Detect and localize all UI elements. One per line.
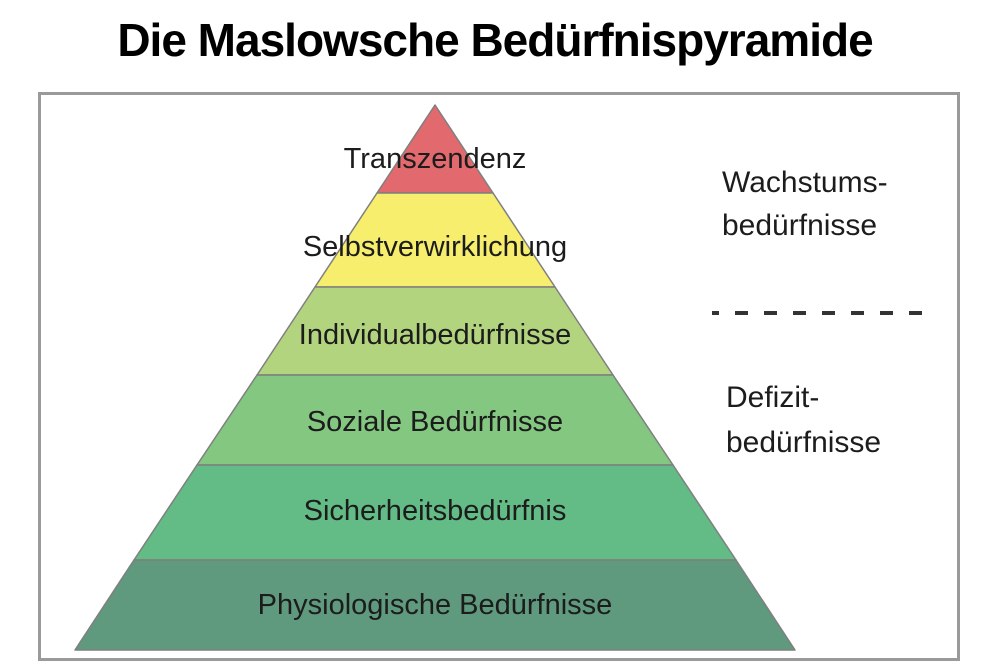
pyramid-level-3-label: Individualbedürfnisse [299,319,571,351]
pyramid-level-1-label: Transzendenz [344,143,527,175]
deficit-needs-label-line1: Defizit- [726,381,819,414]
pyramid-level-2-label: Selbstverwirklichung [303,231,567,263]
deficit-needs-label-line2: bedürfnisse [726,426,881,459]
page-title: Die Maslowsche Bedürfnispyramide [117,14,873,66]
pyramid-level-5-label: Sicherheitsbedürfnis [304,495,567,527]
growth-needs-label-line1: Wachstums- [722,166,888,199]
pyramid-level-6-label: Physiologische Bedürfnisse [258,589,613,621]
growth-needs-label-line2: bedürfnisse [722,209,877,242]
diagram-frame [38,92,960,661]
pyramid-level-6-shape [74,559,796,651]
pyramid-level-4-label: Soziale Bedürfnisse [307,406,563,438]
